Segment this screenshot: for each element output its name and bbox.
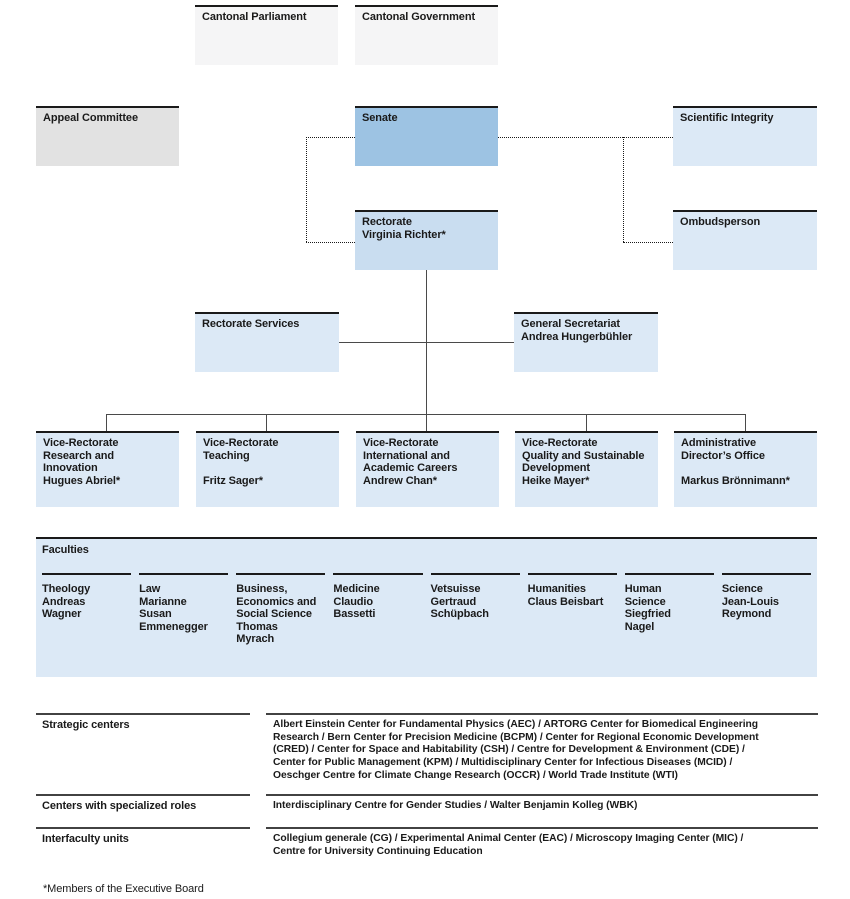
connector-dotted-left-vertical <box>306 137 307 242</box>
box-person-name: Fritz Sager* <box>203 475 263 487</box>
faculty-dean: Gertraud Schüpbach <box>430 595 489 621</box>
connector-stub-5 <box>745 414 746 431</box>
faculty-dean: Thomas Myrach <box>236 620 278 646</box>
box-title: Cantonal Government <box>362 11 476 23</box>
faculty-title: Human Science <box>624 583 666 608</box>
connector-dotted-senate-left <box>306 137 355 138</box>
box-person-name: Andrea Hungerbühler <box>521 331 633 343</box>
row-text-interfaculty-units: Collegium generale (CG) / Experimental A… <box>266 827 818 858</box>
executive-board-footnote: *Members of the Executive Board <box>43 883 204 895</box>
faculty-dean: Andreas Wagner <box>42 595 86 621</box>
box-vice-rectorate-quality: Vice-Rectorate Quality and Sustainable D… <box>515 431 658 507</box>
box-vice-rectorate-research-innovation: Vice-Rectorate Research and Innovation H… <box>36 431 179 507</box>
faculties-header: Faculties <box>42 544 89 556</box>
box-title: Vice-Rectorate Quality and Sustainable D… <box>522 437 645 475</box>
row-label-specialized-centers: Centers with specialized roles <box>36 794 250 812</box>
faculty-dean: Siegfried Nagel <box>624 608 671 633</box>
box-vice-rectorate-teaching: Vice-Rectorate Teaching Fritz Sager* <box>196 431 339 507</box>
faculty-dean: Marianne Susan Emmenegger <box>139 595 208 633</box>
connector-dotted-ombudsperson <box>623 242 673 243</box>
faculty-humanities: Humanities Claus Beisbart <box>527 573 617 646</box>
box-scientific-integrity: Scientific Integrity <box>673 106 817 166</box>
connector-stub-1 <box>106 414 107 431</box>
faculty-human-science: Human Science Siegfried Nagel <box>624 573 714 646</box>
box-senate: Senate <box>355 106 498 166</box>
box-title: Appeal Committee <box>43 112 138 124</box>
connector-stub-4 <box>586 414 587 431</box>
faculty-medicine: Medicine Claudio Bassetti <box>333 573 423 646</box>
box-rectorate-services: Rectorate Services <box>195 312 339 372</box>
faculty-dean: Jean-Louis Reymond <box>721 595 779 621</box>
box-title: Rectorate Services <box>202 318 300 330</box>
faculty-title: Vetsuisse <box>430 583 481 595</box>
faculty-vetsuisse: Vetsuisse Gertraud Schüpbach <box>430 573 520 646</box>
box-administrative-directors-office: Administrative Director’s Office Markus … <box>674 431 817 507</box>
box-title: Rectorate <box>362 216 412 228</box>
connector-dotted-right-vertical <box>623 137 624 242</box>
faculties-grid: Theology Andreas Wagner Law Marianne Sus… <box>42 573 811 646</box>
box-title: Scientific Integrity <box>680 112 774 124</box>
box-vice-rectorate-international: Vice-Rectorate International and Academi… <box>356 431 499 507</box>
box-general-secretariat: General Secretariat Andrea Hungerbühler <box>514 312 658 372</box>
box-title: Vice-Rectorate Teaching <box>203 437 279 462</box>
faculty-dean: Claus Beisbart <box>527 595 604 608</box>
faculty-dean: Claudio Bassetti <box>333 595 376 621</box>
box-title: Ombudsperson <box>680 216 761 228</box>
faculty-title: Medicine <box>333 583 380 595</box>
faculty-law: Law Marianne Susan Emmenegger <box>139 573 229 646</box>
faculty-title: Theology <box>42 583 91 595</box>
box-person-name: Hugues Abriel* <box>43 475 121 487</box>
box-title: General Secretariat <box>521 318 620 330</box>
box-title: Cantonal Parliament <box>202 11 307 23</box>
box-cantonal-government: Cantonal Government <box>355 5 498 65</box>
row-text-strategic-centers: Albert Einstein Center for Fundamental P… <box>266 713 818 783</box>
faculty-title: Business, Economics and Social Science <box>236 583 317 621</box>
box-person-name: Markus Brönnimann* <box>681 475 790 487</box>
row-label-strategic-centers: Strategic centers <box>36 713 250 731</box>
faculty-theology: Theology Andreas Wagner <box>42 573 132 646</box>
connector-dotted-senate-right <box>498 137 673 138</box>
box-person-name: Andrew Chan* <box>363 475 437 487</box>
box-title: Vice-Rectorate International and Academi… <box>363 437 458 475</box>
connector-stub-3 <box>426 414 427 431</box>
box-rectorate: Rectorate Virginia Richter* <box>355 210 498 270</box>
box-title: Vice-Rectorate Research and Innovation <box>43 437 119 475</box>
row-text-specialized-centers: Interdisciplinary Centre for Gender Stud… <box>266 794 818 813</box>
box-appeal-committee: Appeal Committee <box>36 106 179 166</box>
box-person-name: Heike Mayer* <box>522 475 590 487</box>
faculty-title: Science <box>721 583 763 595</box>
faculty-title: Humanities <box>527 583 586 595</box>
box-title: Administrative Director’s Office <box>681 437 765 462</box>
box-cantonal-parliament: Cantonal Parliament <box>195 5 338 65</box>
faculty-science: Science Jean-Louis Reymond <box>721 573 811 646</box>
faculty-title: Law <box>139 583 161 595</box>
connector-dotted-rectorate-left <box>306 242 355 243</box>
box-title: Senate <box>362 112 398 124</box>
connector-services-secretariat <box>339 342 514 343</box>
faculties-panel: Faculties Theology Andreas Wagner Law Ma… <box>36 537 817 677</box>
box-ombudsperson: Ombudsperson <box>673 210 817 270</box>
connector-stub-2 <box>266 414 267 431</box>
box-person-name: Virginia Richter* <box>362 229 446 241</box>
row-label-interfaculty-units: Interfaculty units <box>36 827 250 845</box>
faculty-business-economics: Business, Economics and Social Science T… <box>236 573 326 646</box>
